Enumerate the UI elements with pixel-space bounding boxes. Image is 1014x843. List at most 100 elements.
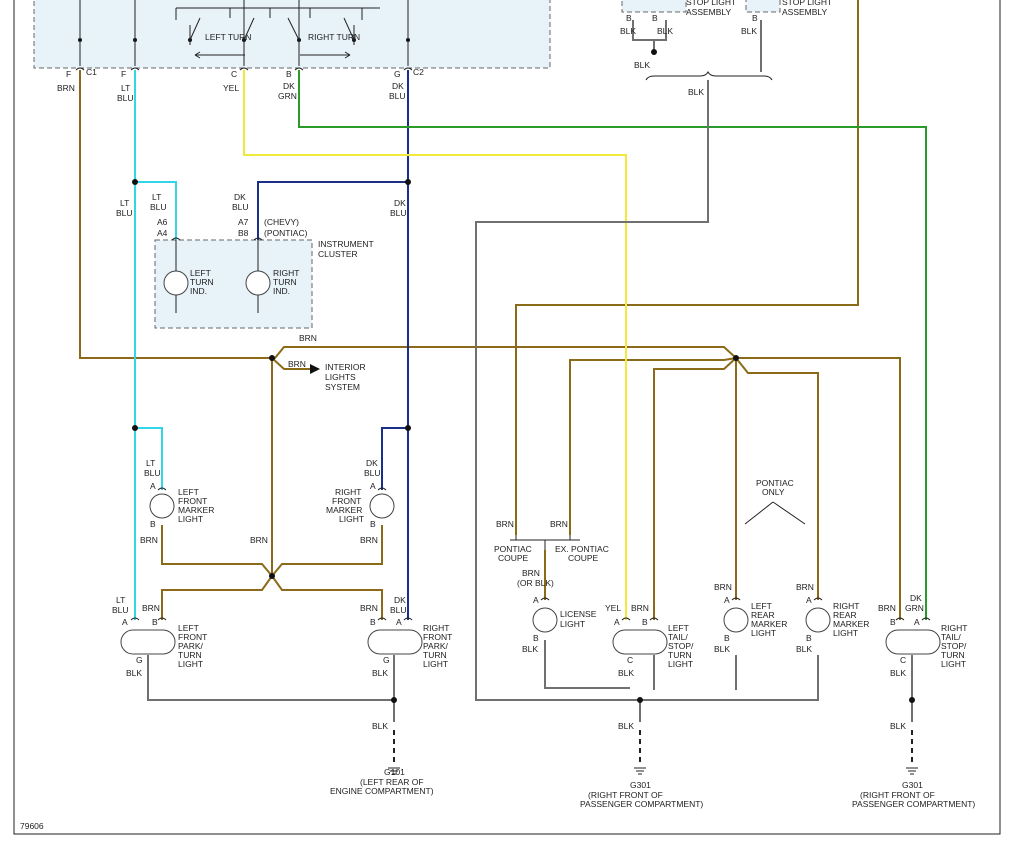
front-gnd-blk: BLK: [372, 721, 388, 731]
cluster-a7: A7: [238, 217, 249, 227]
lfp-blk: BLK: [126, 668, 142, 678]
stop-light-bus: [645, 70, 773, 81]
license-a: A: [533, 595, 539, 605]
cluster-a4: A4: [157, 228, 168, 238]
lrm-a: A: [724, 595, 730, 605]
rt-c: C: [900, 655, 906, 665]
stop-pin-b-2: B: [652, 13, 658, 23]
wire-ltblu: [134, 70, 177, 620]
w-ltblu-2: BLU: [117, 93, 134, 103]
rt-dk: DK: [910, 593, 922, 603]
right-stop-light-box: [745, 0, 781, 13]
rfp-dk: DK: [394, 595, 406, 605]
rfp-g: G: [383, 655, 390, 665]
right-turn-ind-bulb-icon: [245, 270, 271, 296]
stop-blk-2: BLK: [657, 26, 673, 36]
wire-brn-front-parks: [161, 574, 383, 620]
cluster-b8: B8: [238, 228, 249, 238]
wire-yel: [243, 70, 627, 620]
rt-b: B: [890, 617, 896, 627]
rfp-blu: BLU: [390, 605, 407, 615]
junction-dots: [78, 38, 915, 703]
rear-gnd-blk-1: BLK: [618, 721, 634, 731]
lfp-lt: LT: [116, 595, 125, 605]
rfm-dk: DK: [366, 458, 378, 468]
w-brn: BRN: [57, 83, 75, 93]
stop-pin-b-1: B: [626, 13, 632, 23]
rear-gnd-blk-2: BLK: [890, 721, 906, 731]
mid-lt: LT: [120, 198, 129, 208]
license-bulb-icon: [532, 607, 558, 633]
right-rear-marker-bulb-icon: [805, 607, 831, 633]
cluster-dkblu: BLU: [232, 202, 249, 212]
lfp-a: A: [122, 617, 128, 627]
license-blk: BLK: [522, 644, 538, 654]
rt-blk: BLK: [890, 668, 906, 678]
wire-brn-right-tall: [515, 0, 859, 535]
switch-left-turn-label: LEFT TURN: [205, 32, 251, 42]
w-dkblu-1: DK: [392, 81, 404, 91]
cluster-lt: LT: [152, 192, 161, 202]
lt-brn: BRN: [631, 603, 649, 613]
rrm-b: B: [806, 633, 812, 643]
lfm-a: A: [150, 481, 156, 491]
rrm-a: A: [806, 595, 812, 605]
connector-caps: [75, 67, 931, 621]
rt-brn: BRN: [878, 603, 896, 613]
diagram-id: 79606: [20, 821, 44, 831]
rfp-a: A: [396, 617, 402, 627]
c1-label: C1: [86, 67, 97, 77]
left-front-park-bulb-icon: [120, 629, 176, 655]
lfm-blu: BLU: [144, 468, 161, 478]
switch-internals: [79, 0, 409, 66]
pin-b: B: [286, 69, 292, 79]
lt-a: A: [614, 617, 620, 627]
left-tail-bulb-icon: [612, 629, 668, 655]
mid-brn-top: BRN: [299, 333, 317, 343]
license-b: B: [533, 633, 539, 643]
right-front-park-bulb-icon: [367, 629, 423, 655]
g301a-id: G301: [630, 780, 651, 790]
pin-c: C: [231, 69, 237, 79]
lfm-b: B: [150, 519, 156, 529]
cluster-blu: BLU: [150, 202, 167, 212]
cluster-a6: A6: [157, 217, 168, 227]
lfp-blu: BLU: [112, 605, 129, 615]
rfm-b: B: [370, 519, 376, 529]
right-tail-bulb-icon: [885, 629, 941, 655]
rfm-brn: BRN: [360, 535, 378, 545]
wire-brn-cross: [271, 357, 310, 370]
stop-blk-5: BLK: [688, 87, 704, 97]
lt-c: C: [627, 655, 633, 665]
mid-brn-int: BRN: [288, 359, 306, 369]
wire-dkgrn: [298, 70, 927, 620]
lt-blk: BLK: [618, 668, 634, 678]
wire-brn-rear-split: [569, 357, 819, 620]
rear-brn-1: BRN: [496, 519, 514, 529]
left-stop-light-box: [621, 0, 687, 13]
pin-f1: F: [66, 69, 71, 79]
rfm-a: A: [370, 481, 376, 491]
pin-f2: F: [121, 69, 126, 79]
w-yel: YEL: [223, 83, 239, 93]
g301b-id: G301: [902, 780, 923, 790]
lfp-g: G: [136, 655, 143, 665]
g101-id: G101: [384, 767, 405, 777]
pin-g: G: [394, 69, 401, 79]
w-dkblu-2: BLU: [389, 91, 406, 101]
wire-gry-stop: [475, 80, 819, 701]
right-front-marker-bulb-icon: [369, 493, 395, 519]
w-ltblu-1: LT: [121, 83, 130, 93]
